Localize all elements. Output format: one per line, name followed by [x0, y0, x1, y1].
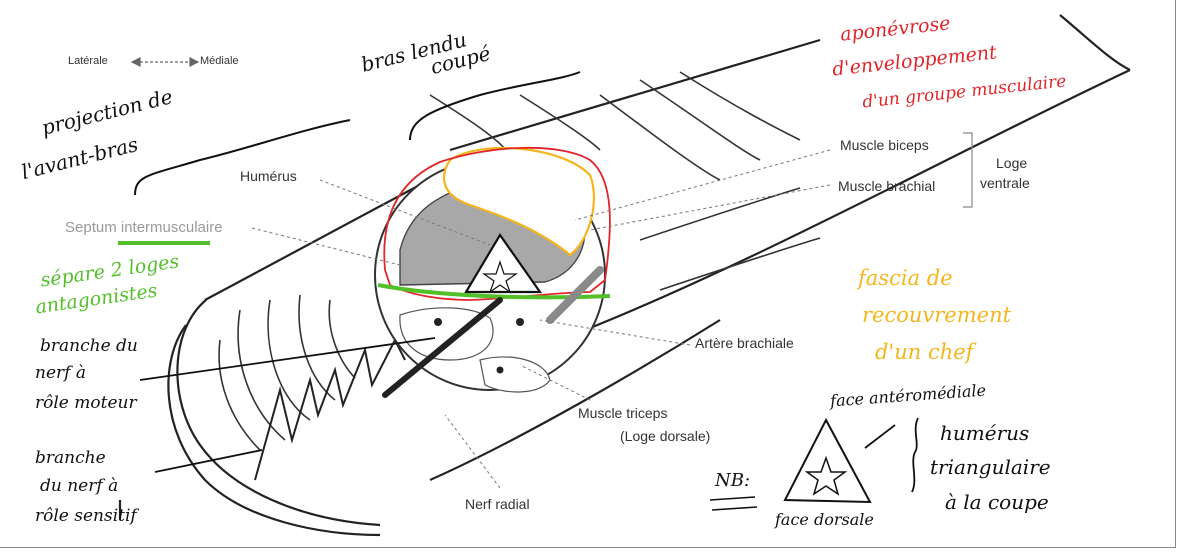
coupe-bracket	[409, 71, 581, 141]
biceps-muscle	[442, 146, 595, 257]
note-humerus-3: à la coupe	[945, 490, 1049, 514]
note-branche-moteur-1: branche du	[40, 336, 138, 356]
projection-bracket	[134, 119, 351, 196]
aponeurosis-outline	[383, 146, 611, 301]
loge-label: Loge	[996, 155, 1028, 171]
note-recouvrement: recouvrement	[862, 303, 1012, 327]
biceps-label: Muscle biceps	[840, 137, 929, 153]
printed-leaders	[251, 149, 831, 489]
artery-label: Artère brachiale	[695, 335, 794, 351]
note-branche-sensitif-2: du nerf à	[40, 476, 119, 496]
ventrale-label: ventrale	[980, 175, 1030, 191]
humerus-label: Humérus	[240, 168, 297, 184]
note-branche-sensitif-1: branche	[35, 448, 106, 468]
orientation-lateral: Latérale	[68, 55, 108, 67]
note-branche-moteur-2: nerf à	[35, 363, 86, 383]
brachial-label: Muscle brachial	[838, 178, 936, 194]
note-humerus-2: triangulaire	[930, 455, 1051, 479]
arm-outline	[118, 14, 1131, 537]
triceps-label: Muscle triceps	[578, 405, 668, 421]
radial-nerve-label: Nerf radial	[465, 496, 530, 512]
artery-dot	[516, 318, 524, 326]
orientation-arrow	[130, 57, 200, 67]
nb-star	[804, 455, 848, 496]
bottom-border	[0, 547, 1176, 548]
note-fascia: fascia de	[858, 266, 953, 290]
loge-dorsale-label: (Loge dorsale)	[620, 428, 711, 444]
humerus-triangle	[464, 232, 543, 294]
septum-label: Septum intermusculaire	[65, 219, 223, 236]
triceps-outline	[399, 307, 494, 361]
radial-nerve	[382, 297, 503, 398]
orientation-medial: Médiale	[200, 55, 239, 67]
note-branche-moteur-3: rôle moteur	[35, 393, 137, 413]
vessel-bar	[546, 266, 604, 324]
hand-arrows	[139, 337, 896, 473]
loge-bracket	[963, 132, 973, 208]
nb-double-underline	[709, 496, 758, 511]
note-nb: NB:	[715, 470, 751, 491]
humerus-tri-bracket	[911, 417, 919, 493]
right-border	[1175, 0, 1176, 548]
nerve-zigzag	[254, 337, 406, 481]
note-un-chef: d'un chef	[875, 340, 974, 364]
nerve-dot	[434, 318, 442, 326]
note-branche-sensitif-3: rôle sensitif	[35, 506, 137, 526]
note-face-dorsale: face dorsale	[775, 510, 874, 529]
humerus-star	[482, 260, 518, 294]
note-humerus-1: humérus	[940, 421, 1030, 445]
triceps-dot	[496, 366, 504, 374]
